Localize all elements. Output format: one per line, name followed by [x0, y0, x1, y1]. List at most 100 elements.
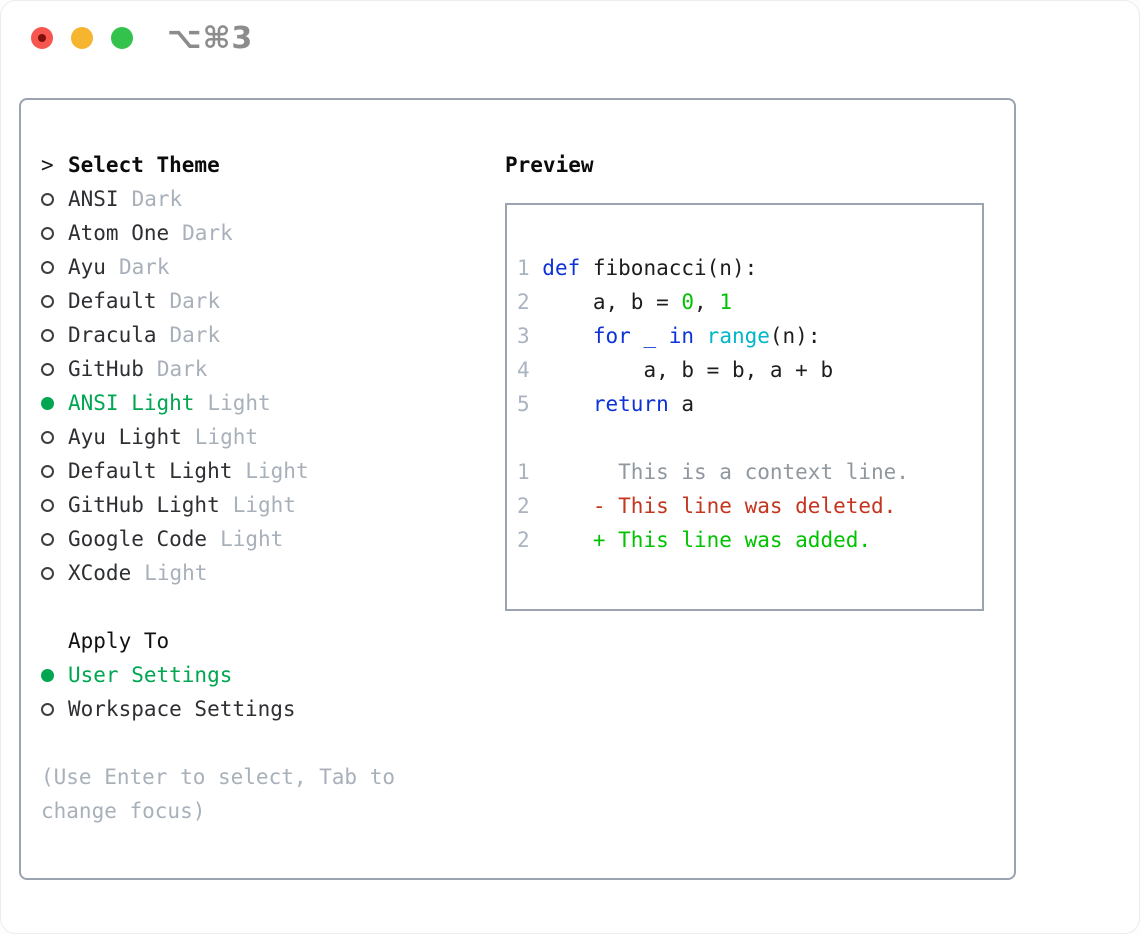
theme-name: Google Code: [68, 527, 208, 551]
code-line: 3 for _ in range(n):: [517, 319, 982, 353]
apply-to-header: Apply To: [41, 624, 505, 658]
radio-icon: [41, 464, 54, 478]
line-number: 1: [517, 256, 543, 280]
theme-list: ANSI Dark Atom One Dark Ayu Dark Default…: [41, 182, 505, 590]
preview-title: Preview: [505, 153, 594, 177]
code-tokens: - This line was deleted.: [542, 494, 897, 518]
title-bar: ⌥⌘3: [1, 1, 1139, 98]
theme-name: Ayu: [68, 255, 106, 279]
theme-option[interactable]: Google Code Light: [41, 522, 505, 556]
tui-panel: > Select Theme ANSI Dark Atom One Dark A…: [19, 98, 1016, 880]
line-number: 2: [517, 290, 543, 314]
theme-variant: Light: [207, 391, 271, 415]
apply-option-label: Workspace Settings: [68, 697, 296, 721]
radio-icon: [41, 702, 54, 716]
theme-variant: Light: [245, 459, 309, 483]
radio-icon: [41, 396, 54, 410]
theme-variant: Light: [194, 425, 259, 449]
apply-option[interactable]: Workspace Settings: [41, 692, 505, 726]
theme-option[interactable]: GitHub Dark: [41, 352, 505, 386]
code-line: 5 return a: [517, 387, 982, 421]
theme-option[interactable]: Default Light Light: [41, 454, 505, 488]
theme-variant: Light: [232, 493, 296, 517]
theme-variant: Dark: [118, 255, 170, 279]
apply-to-title: Apply To: [68, 629, 170, 653]
theme-list-column: > Select Theme ANSI Dark Atom One Dark A…: [41, 148, 505, 878]
theme-name: GitHub: [68, 357, 144, 381]
close-button[interactable]: [31, 27, 53, 49]
code-line: 2 - This line was deleted.: [517, 489, 982, 523]
radio-icon: [41, 192, 54, 206]
theme-name: Ayu Light: [68, 425, 182, 449]
theme-name: ANSI Light: [68, 391, 195, 415]
spacer: [517, 421, 982, 455]
traffic-lights: [31, 27, 133, 49]
theme-name: GitHub Light: [68, 493, 220, 517]
theme-option[interactable]: Ayu Light Light: [41, 420, 505, 454]
line-number: 2: [517, 494, 543, 518]
code-line: 2 + This line was added.: [517, 523, 982, 557]
theme-name: Default Light: [68, 459, 233, 483]
theme-variant: Dark: [131, 187, 183, 211]
prompt-cursor-icon: >: [41, 153, 54, 177]
apply-option-label: User Settings: [68, 663, 233, 687]
theme-option[interactable]: Ayu Dark: [41, 250, 505, 284]
theme-name: ANSI: [68, 187, 119, 211]
radio-icon: [41, 294, 54, 308]
theme-option[interactable]: ANSI Dark: [41, 182, 505, 216]
theme-option[interactable]: Dracula Dark: [41, 318, 505, 352]
radio-icon: [41, 668, 54, 682]
code-line: 1 This is a context line.: [517, 455, 982, 489]
theme-option[interactable]: GitHub Light Light: [41, 488, 505, 522]
theme-name: Dracula: [68, 323, 157, 347]
theme-option[interactable]: ANSI Light Light: [41, 386, 505, 420]
minimize-button[interactable]: [71, 27, 93, 49]
zoom-button[interactable]: [111, 27, 133, 49]
radio-icon: [41, 498, 54, 512]
window-shortcut-label: ⌥⌘3: [167, 21, 254, 56]
apply-to-list: User Settings Workspace Settings: [41, 658, 505, 726]
apply-option[interactable]: User Settings: [41, 658, 505, 692]
diff-sample: 1 This is a context line.2 - This line w…: [517, 455, 982, 557]
theme-option[interactable]: Default Dark: [41, 284, 505, 318]
theme-name: XCode: [68, 561, 132, 585]
preview-column: Preview 1 def fibonacci(n):2 a, b = 0, 1…: [505, 148, 986, 878]
line-number: 4: [517, 358, 543, 382]
theme-variant: Light: [220, 527, 284, 551]
code-tokens: a, b = b, a + b: [542, 358, 834, 382]
theme-variant: Light: [144, 561, 208, 585]
code-tokens: return a: [592, 392, 695, 416]
radio-icon: [41, 328, 54, 342]
help-text: (Use Enter to select, Tab to change focu…: [41, 765, 396, 823]
spacer: [41, 590, 505, 624]
preview-header: Preview: [505, 148, 986, 182]
theme-name: Default: [68, 289, 157, 313]
radio-icon: [41, 362, 54, 376]
theme-variant: Dark: [156, 357, 208, 381]
code-line: 1 def fibonacci(n):: [517, 251, 982, 285]
radio-icon: [41, 430, 54, 444]
theme-variant: Dark: [169, 323, 221, 347]
theme-name: Atom One: [68, 221, 170, 245]
theme-option[interactable]: XCode Light: [41, 556, 505, 590]
theme-variant: Dark: [182, 221, 233, 245]
theme-option[interactable]: Atom One Dark: [41, 216, 505, 250]
code-line: 2 a, b = 0, 1: [517, 285, 982, 319]
radio-icon: [41, 226, 54, 240]
theme-variant: Dark: [169, 289, 221, 313]
code-tokens: def fibonacci(n):: [542, 256, 758, 280]
radio-icon: [41, 260, 54, 274]
select-theme-header: > Select Theme: [41, 148, 505, 182]
radio-icon: [41, 566, 54, 580]
line-number: 1: [517, 460, 543, 484]
line-number: 5: [517, 392, 543, 416]
code-tokens: for _ in range(n):: [592, 324, 821, 348]
code-line: 4 a, b = b, a + b: [517, 353, 982, 387]
line-number: 2: [517, 528, 543, 552]
select-theme-title: Select Theme: [68, 153, 220, 177]
code-tokens: + This line was added.: [542, 528, 872, 552]
code-tokens: This is a context line.: [542, 460, 909, 484]
